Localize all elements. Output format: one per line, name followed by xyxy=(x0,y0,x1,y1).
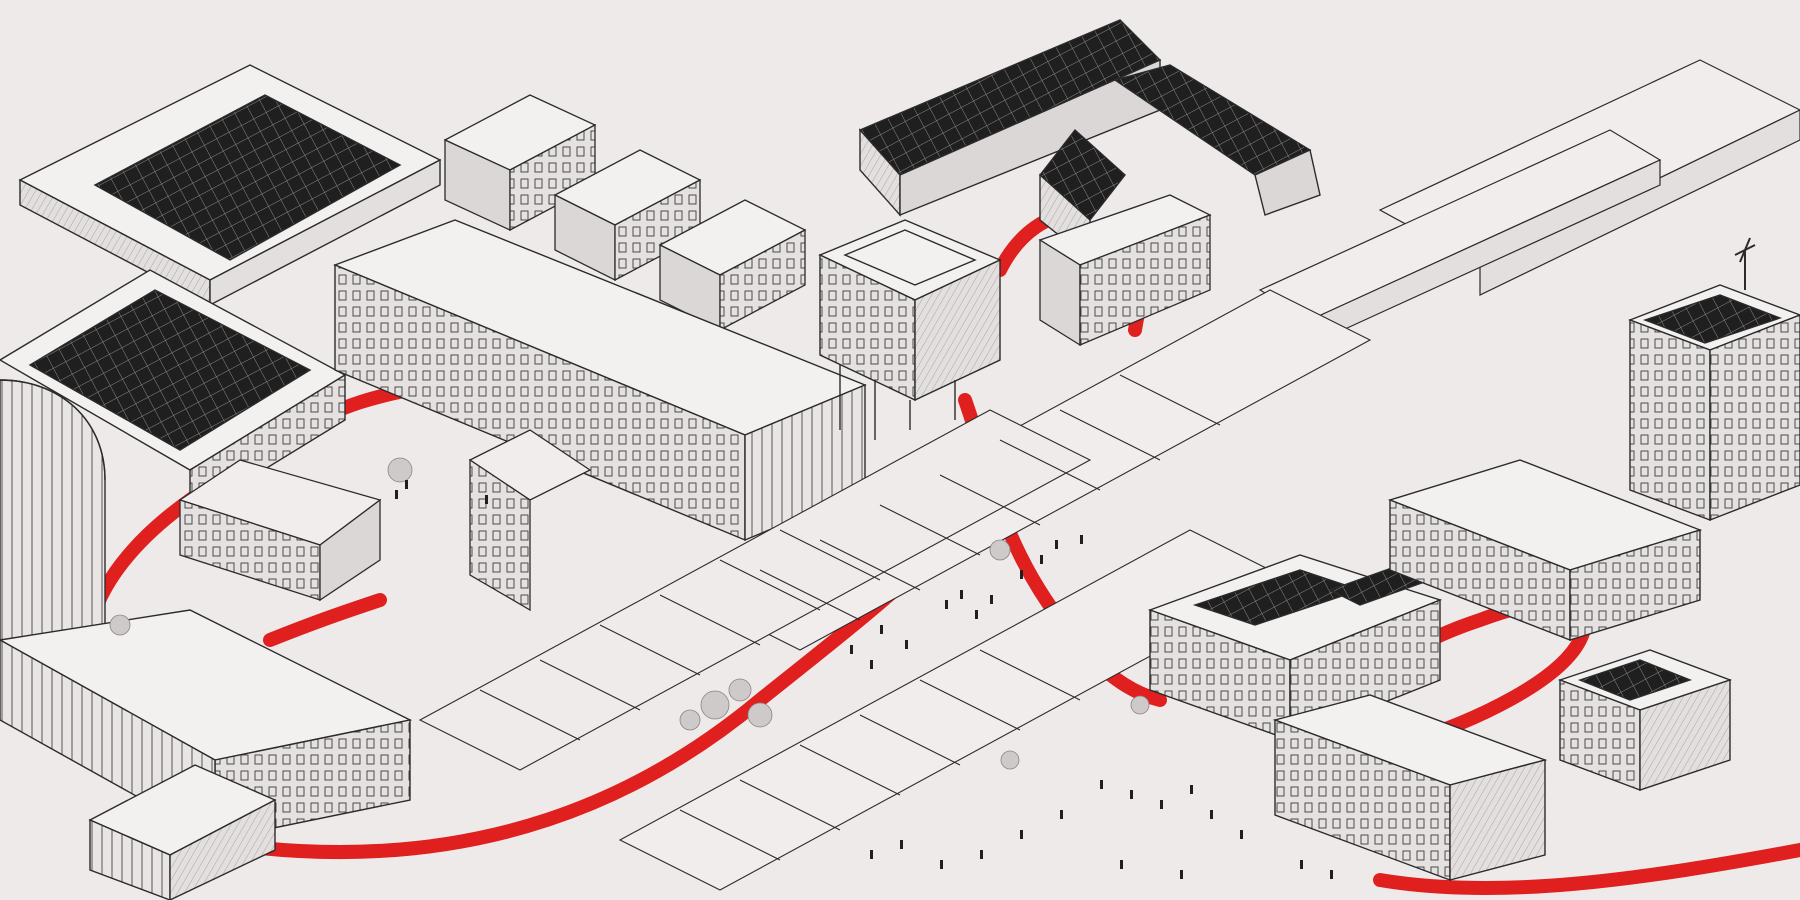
townhouse-row xyxy=(443,94,807,332)
cube-tower xyxy=(818,219,1002,440)
historic-building xyxy=(178,429,592,612)
solar-panel-roof xyxy=(1642,294,1783,344)
tree-group xyxy=(109,457,1150,770)
solar-panel-roof xyxy=(93,94,402,261)
wind-turbine xyxy=(1734,237,1756,290)
pavilion-bottom-left xyxy=(88,764,277,900)
residential-tower xyxy=(1628,237,1800,522)
industrial-sheds-upper xyxy=(1258,59,1800,346)
market-halls xyxy=(418,289,1372,891)
solar-panel-roof xyxy=(28,289,312,451)
route-bottom-right xyxy=(1373,843,1800,896)
pedestrian-figures xyxy=(395,480,1333,879)
curved-residential-block xyxy=(1272,694,1548,882)
solar-panel-roof xyxy=(1577,659,1693,701)
barn-solar-cluster xyxy=(858,19,1321,262)
route-left-small xyxy=(263,593,387,647)
ring-residential-block xyxy=(1387,459,1733,792)
residential-block-solar xyxy=(1147,554,1443,742)
building-solar-roof-north xyxy=(18,64,442,307)
sawtooth-building xyxy=(1038,194,1212,347)
